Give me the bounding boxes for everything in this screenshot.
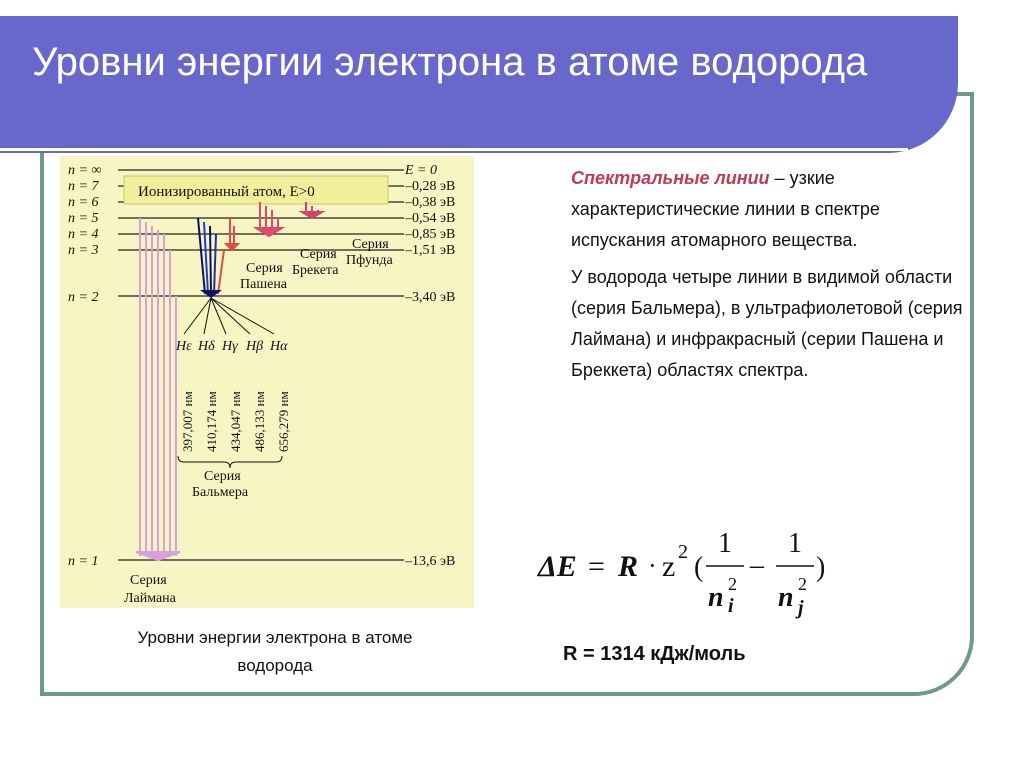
formula-n-i-subscript: i — [728, 595, 734, 617]
formula-numerator-2: 1 — [788, 528, 802, 559]
n-labels: n = ∞ n = 7 n = 6 n = 5 n = 4 n = 3 n = … — [68, 163, 101, 569]
n-label-1: n = 1 — [68, 554, 98, 569]
formula-n-j-exponent: 2 — [798, 574, 807, 594]
balmer-line-delta: Hδ — [197, 339, 215, 354]
formula-numerator-1: 1 — [718, 528, 732, 559]
n-label-6: n = 6 — [68, 195, 98, 210]
energy-formula: ΔE = R · z 2 ( 1 n 2 i – 1 n 2 j ) — [537, 528, 825, 619]
pfund-arrows — [298, 202, 326, 220]
energy-level-svg: Ионизированный атом, E>0 n = ∞ n = 7 n =… — [68, 163, 455, 606]
rydberg-constant: R = 1314 кДж/моль — [563, 643, 746, 665]
balmer-line-gamma: Hγ — [221, 339, 238, 354]
formula-n-j: n — [778, 582, 794, 613]
balmer-line-beta: Hβ — [245, 339, 263, 354]
balmer-label-2: Бальмера — [192, 485, 249, 500]
n-label-inf: n = ∞ — [68, 163, 101, 178]
n-label-2: n = 2 — [68, 290, 98, 305]
brackett-label-2: Брекета — [292, 263, 339, 278]
balmer-line-epsilon: Hε — [175, 339, 192, 354]
formula-delta-e: ΔE — [537, 550, 577, 583]
wavelength-2: 410,174 нм — [204, 391, 219, 452]
balmer-brace — [177, 455, 283, 469]
formula-minus: – — [749, 550, 765, 581]
slide-title: Уровни энергии электрона в атоме водород… — [32, 40, 868, 84]
paschen-label-1: Серия — [246, 261, 283, 276]
definition-paragraph: Спектральные линии – узкие характеристич… — [571, 163, 971, 256]
n-label-5: n = 5 — [68, 211, 98, 226]
n-label-4: n = 4 — [68, 227, 98, 242]
wavelength-3: 434,047 нм — [228, 391, 243, 452]
title-underline — [0, 148, 908, 151]
title-bar: Уровни энергии электрона в атоме водород… — [0, 16, 958, 153]
ionized-atom-band — [123, 175, 389, 205]
formula-z-exponent: 2 — [678, 541, 688, 563]
wavelength-1: 397,007 нм — [180, 391, 195, 452]
formula-z: z — [662, 550, 675, 583]
formula-n-i: n — [708, 582, 724, 613]
wavelength-5: 656,279 нм — [276, 391, 291, 452]
n-label-3: n = 3 — [68, 243, 98, 258]
balmer-fan — [183, 297, 275, 335]
brackett-arrows — [252, 202, 286, 238]
formula-dot: · — [648, 551, 657, 580]
energy-label-2: –3,40 эВ — [404, 290, 455, 305]
lyman-label-2: Лаймана — [124, 591, 177, 606]
balmer-arrows — [197, 217, 225, 298]
paschen-arrows — [223, 218, 241, 252]
energy-label-6: –0,38 эВ — [404, 195, 455, 210]
energy-label-inf: E = 0 — [404, 163, 437, 178]
energy-labels: E = 0 –0,28 эВ –0,38 эВ –0,54 эВ –0,85 э… — [404, 163, 455, 569]
energy-label-5: –0,54 эВ — [404, 211, 455, 226]
term-spectral-lines: Спектральные линии — [571, 168, 770, 188]
term-definition: – узкие характеристические линии в спект… — [571, 168, 880, 250]
energy-level-diagram: Ионизированный атом, E>0 n = ∞ n = 7 n =… — [60, 156, 474, 608]
wavelength-labels: 397,007 нм 410,174 нм 434,047 нм 486,133… — [180, 391, 291, 452]
lyman-label-1: Серия — [130, 573, 167, 588]
energy-label-7: –0,28 эВ — [404, 179, 455, 194]
lyman-arrows — [135, 218, 181, 562]
formula-paren-close: ) — [816, 552, 825, 583]
wavelength-4: 486,133 нм — [252, 391, 267, 452]
n-label-7: n = 7 — [68, 179, 99, 194]
formula-n-i-exponent: 2 — [728, 574, 737, 594]
paschen-label-2: Пашена — [240, 277, 288, 292]
energy-label-1: –13,6 эВ — [404, 554, 455, 569]
balmer-line-alpha: Hα — [269, 339, 288, 354]
hydrogen-lines-paragraph: У водорода четыре линии в видимой област… — [571, 267, 963, 380]
formula-r: R — [617, 550, 638, 583]
energy-label-4: –0,85 эВ — [404, 227, 455, 242]
text-block: Спектральные линии – узкие характеристич… — [571, 163, 971, 392]
pfund-label-2: Пфунда — [346, 253, 393, 268]
energy-label-3: –1,51 эВ — [404, 243, 455, 258]
brackett-label-1: Серия — [300, 247, 337, 262]
diagram-caption: Уровни энергии электрона в атоме водород… — [137, 628, 413, 675]
formula-paren-open: ( — [694, 552, 703, 583]
balmer-line-labels: Hε Hδ Hγ Hβ Hα — [175, 339, 288, 354]
formula-n-j-subscript: j — [795, 597, 804, 619]
ionized-atom-label: Ионизированный атом, E>0 — [138, 184, 315, 200]
pfund-label-1: Серия — [352, 237, 389, 252]
balmer-label-1: Серия — [204, 469, 241, 484]
formula-equals: = — [588, 550, 605, 583]
